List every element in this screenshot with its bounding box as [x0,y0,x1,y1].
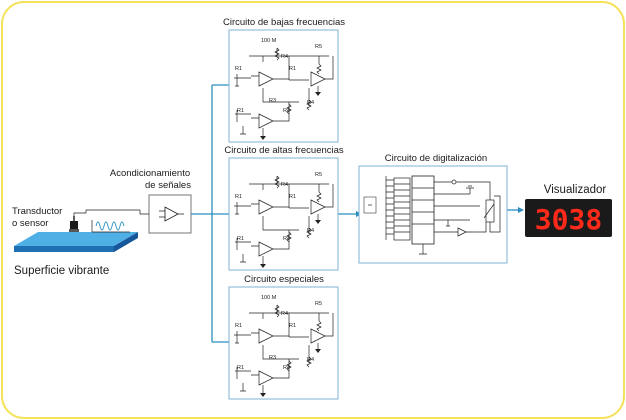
high-r1-mid: R1 [289,194,296,200]
low-r3: R3 [269,98,276,104]
digitization-circuit-panel [358,165,508,264]
display-readout: 3038 [535,203,602,236]
high-r5: R5 [315,172,322,178]
low-freq-title: Circuito de bajas frecuencias [223,17,345,28]
special-r4-top: R4 [281,311,288,317]
low-r5: R5 [315,44,322,50]
transducer-label-line1: Transductor [12,206,62,217]
special-circuit-panel: 100 M R4 R1 R1 R5 R3 R4 R4 R1 [228,286,339,400]
low-r1-left: R1 [235,66,242,72]
special-r1-left: R1 [235,323,242,329]
low-r1-bottom: R1 [237,108,244,114]
display-label: Visualizador [544,184,607,196]
low-freq-circuit-panel: 100 M R4 R1 R1 R5 R3 R4 R4 R1 [228,29,339,143]
special-r5: R5 [315,301,322,307]
sensor-to-conditioning-wire [139,210,149,215]
digital-display: 3038 [525,199,612,237]
special-r4-mid: R4 [283,365,290,371]
high-freq-circuit-panel: R4 R1 R1 R5 R4 R4 R1 [228,157,339,271]
low-r4-top: R4 [281,54,288,60]
high-r4-top: R4 [281,182,288,188]
low-r1-mid: R1 [289,66,296,72]
low-resistor-100m: 100 M [261,38,277,44]
wave-axis-line [91,220,130,233]
conditioning-block [148,194,192,234]
high-r4-right: R4 [307,228,314,234]
vibrating-surface [14,232,138,252]
special-r4-right: R4 [307,357,314,363]
special-r1-mid: R1 [289,323,296,329]
surface-label: Superficie vibrante [14,265,109,277]
conditioning-label-line2: de señales [145,180,191,191]
high-freq-title: Circuito de altas frecuencias [224,145,344,156]
vibration-wave [95,221,125,231]
low-r4-right: R4 [307,100,314,106]
conditioning-label-line1: Acondicionamiento [110,168,190,179]
high-r4-mid: R4 [283,236,290,242]
special-r1-bottom: R1 [237,365,244,371]
low-r4-mid: R4 [283,108,290,114]
digitization-title: Circuito de digitalización [385,153,487,164]
special-resistor-100m: 100 M [261,295,277,301]
special-r3: R3 [269,355,276,361]
special-title: Circuito especiales [244,274,324,285]
high-r1-left: R1 [235,194,242,200]
high-r1-bottom: R1 [237,236,244,242]
transducer-label-line2: o sensor [12,218,48,229]
transducer-sensor [69,209,140,232]
